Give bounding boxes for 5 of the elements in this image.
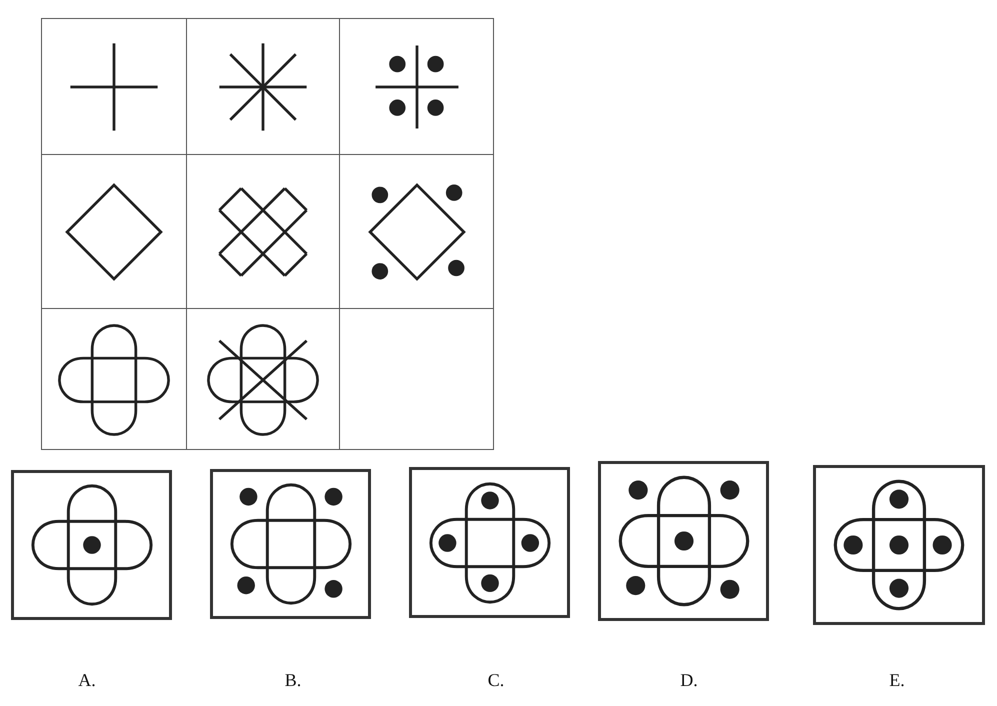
option-letter: A. xyxy=(78,670,96,691)
option-letter: E. xyxy=(889,670,905,691)
option-letter: C. xyxy=(488,670,504,691)
option-letter: D. xyxy=(680,670,698,691)
option-letter: B. xyxy=(284,670,302,691)
